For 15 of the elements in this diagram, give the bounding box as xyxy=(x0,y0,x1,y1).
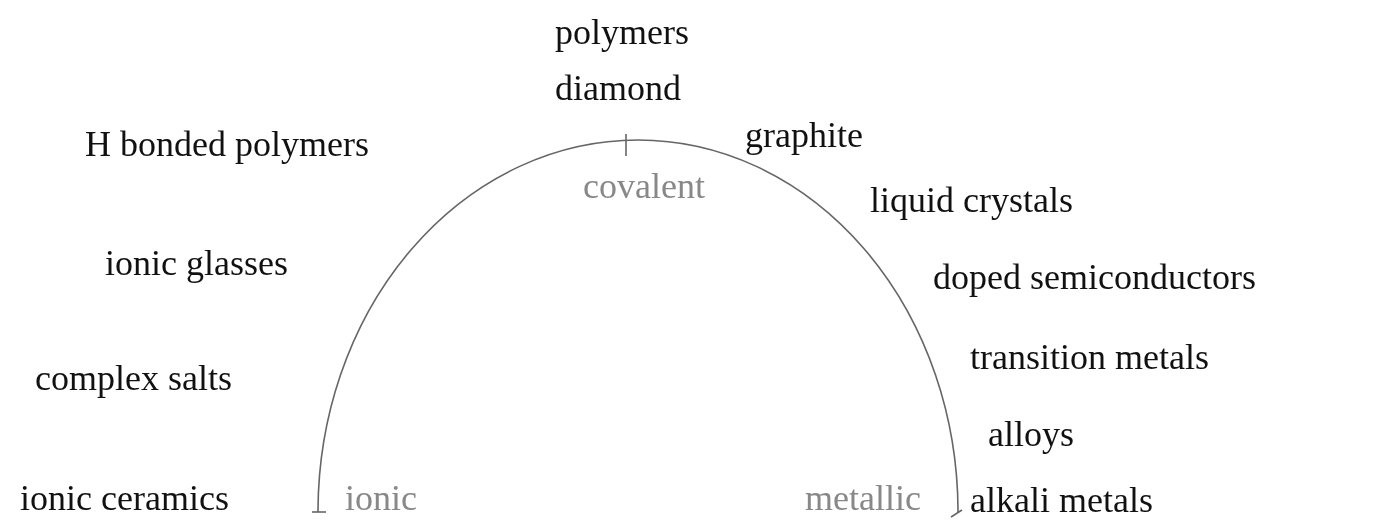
material-label: ionic ceramics xyxy=(20,478,229,518)
material-label: polymers xyxy=(555,12,689,52)
material-label: alkali metals xyxy=(970,480,1153,520)
bond-type-label: ionic xyxy=(345,478,417,518)
material-label: diamond xyxy=(555,68,681,108)
material-label: graphite xyxy=(745,115,863,155)
material-label: alloys xyxy=(988,414,1074,454)
bond-type-label: covalent xyxy=(583,166,705,206)
material-label: ionic glasses xyxy=(105,243,288,283)
material-label: complex salts xyxy=(35,358,232,398)
material-label: transition metals xyxy=(970,337,1209,377)
material-label: H bonded polymers xyxy=(85,124,369,164)
material-label: liquid crystals xyxy=(870,180,1073,220)
material-label: doped semiconductors xyxy=(933,257,1256,297)
bond-type-label: metallic xyxy=(805,478,921,518)
